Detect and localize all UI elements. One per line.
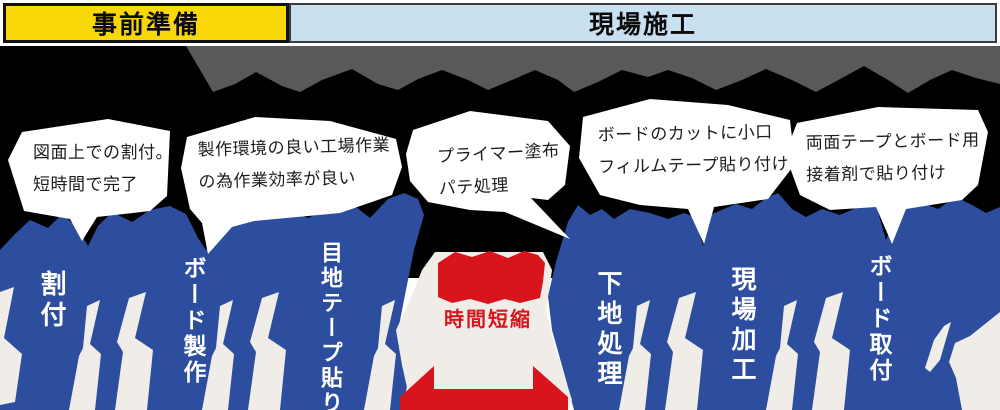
bubble-1-line-1: 図面上での割付。 [33,143,173,162]
edge-chevron-right-stroke [925,322,951,372]
bubble-4-line-1: ボードのカットに小口 [597,122,773,145]
header-pre-preparation: 事前準備 [3,3,289,43]
bubble-text-5: 両面テープとボード用 接着剤で貼り付け [805,124,980,191]
time-saving-badge: 時間短縮 [444,309,532,331]
step-label-board-seisaku: ボード製作 [180,256,206,386]
step-label-shitaji-shori: 下地処理 [594,270,622,390]
bubble-3-line-1: プライマー塗布 [436,140,561,167]
bubble-5-line-1: 両面テープとボード用 [805,130,980,153]
bubble-text-1: 図面上での割付。 短時間で完了 [33,137,173,201]
bubble-1-line-2: 短時間で完了 [33,175,138,194]
speech-bubble-3 [406,111,570,239]
speech-bubble-2 [181,117,402,254]
fast-forward-chevron-5 [766,292,850,410]
blue-banner-left [0,193,424,410]
speech-bubble-4 [579,99,795,244]
step-label-meji-tape: 目地テープ貼り [318,241,343,410]
blue-banner-right [548,193,1000,410]
edge-chevron-left [0,287,22,405]
bubble-4-line-2: フィルムテープ貼り付け [598,154,790,177]
edge-chevron-right-wedge [949,312,1000,410]
bubble-2-line-2: の為作業効率が良い [198,168,357,192]
compress-arrow-icon [400,366,568,410]
red-banner [438,251,545,304]
speech-bubble-1 [8,119,170,241]
step-label-warifuke: 割付 [37,270,67,332]
step-label-board-toritsuke: ボード取付 [866,254,892,384]
fast-forward-chevron-3 [364,300,396,410]
header-site-construction: 現場施工 [289,3,997,43]
bubble-text-2: 製作環境の良い工場作業 の為作業効率が良い [197,129,391,198]
bubble-text-4: ボードのカットに小口 フィルムテープ貼り付け [597,116,790,183]
fast-forward-chevron-1 [69,292,153,410]
bubble-2-line-1: 製作環境の良い工場作業 [197,135,391,160]
bubble-3-line-2: パテ処理 [438,175,510,199]
fast-forward-chevron-2 [202,292,286,410]
speech-bubble-5 [785,107,988,244]
step-label-genba-kako: 現場加工 [728,266,756,386]
fast-forward-chevron-4 [619,292,703,410]
bubble-5-line-2: 接着剤で貼り付け [806,163,947,185]
bubble-text-3: プライマー塗布 パテ処理 [436,135,562,205]
